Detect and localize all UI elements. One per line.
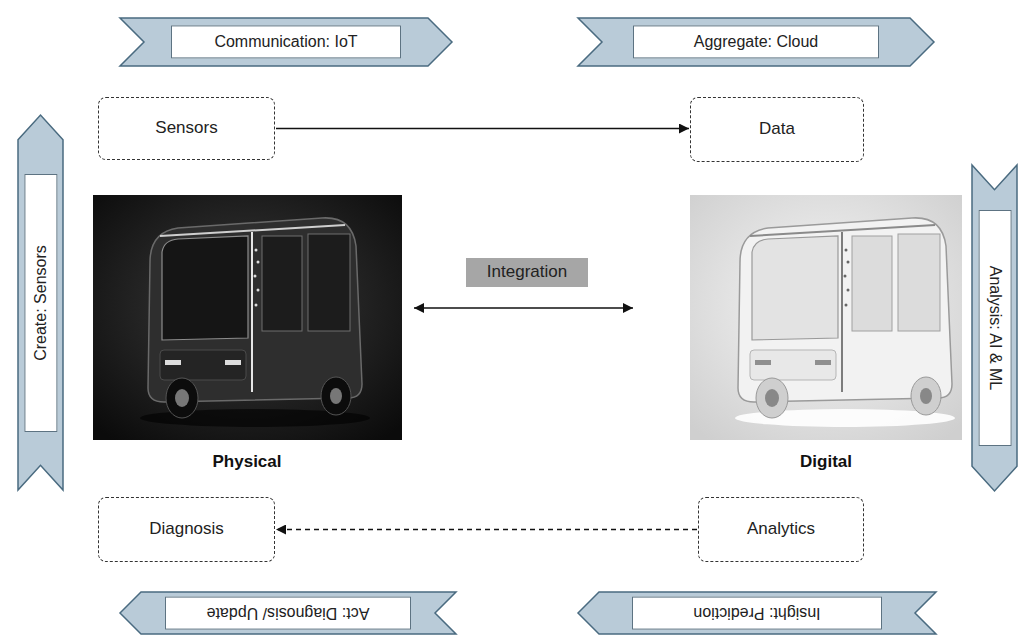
pillar-line: [841, 232, 843, 392]
stage-label: Analysis: AI & ML: [978, 210, 1011, 446]
box-label: Sensors: [155, 118, 217, 138]
box-label: Analytics: [747, 519, 815, 539]
wheel-hub: [920, 388, 932, 404]
decor-dot: [844, 275, 847, 278]
decor-dot: [255, 304, 258, 307]
physical-vehicle: [93, 195, 402, 440]
stage-band: Communication: IoT: [120, 18, 452, 66]
side-window: [308, 234, 350, 331]
decor-dot: [254, 275, 257, 278]
side-window: [262, 236, 302, 331]
headlight: [815, 360, 831, 365]
headlight: [755, 360, 771, 365]
side-label: Physical: [213, 452, 282, 472]
stage-band: Analysis: AI & ML: [972, 165, 1017, 491]
stage-band: Act: Diagnosis/ Update: [120, 592, 456, 634]
band-outline: [120, 18, 452, 66]
integration-tag: Integration: [466, 258, 588, 287]
stage-label: Create: Sensors: [24, 174, 57, 432]
wheel: [756, 378, 788, 418]
stage-label: Act: Diagnosis/ Update: [165, 596, 411, 629]
decor-dot: [255, 249, 258, 252]
front-panel: [160, 350, 246, 380]
side-window: [852, 236, 892, 331]
box-label: Diagnosis: [149, 519, 224, 539]
wheel-hub: [765, 389, 779, 407]
digital-vehicle: [690, 195, 962, 440]
stage-label: Insight: Prediction: [632, 596, 882, 629]
band-outline: [18, 115, 63, 490]
band-outline: [972, 165, 1017, 491]
process-box: Analytics: [698, 497, 864, 562]
windshield: [162, 236, 248, 340]
stage-band: Aggregate: Cloud: [578, 18, 934, 66]
wheel-hub: [330, 388, 342, 404]
wheel: [911, 377, 941, 415]
stage-band: Insight: Prediction: [578, 592, 936, 634]
decor-dot: [845, 249, 848, 252]
process-box: Diagnosis: [98, 497, 275, 562]
band-outline: [578, 18, 934, 66]
wheel: [321, 377, 351, 415]
integration-label: Integration: [487, 262, 567, 282]
band-outline: [578, 592, 936, 634]
process-box: Sensors: [98, 97, 275, 160]
side-label: Digital: [800, 452, 852, 472]
decor-dot: [257, 261, 260, 264]
dashed-arrow: [276, 529, 697, 531]
integration-arrow: [414, 307, 633, 309]
stage-label: Aggregate: Cloud: [633, 25, 879, 58]
windshield: [752, 236, 838, 340]
box-label: Data: [759, 119, 795, 139]
front-panel: [750, 350, 836, 380]
decor-dot: [845, 304, 848, 307]
wheel-hub: [175, 389, 189, 407]
headlight: [225, 360, 241, 365]
photo-background: [690, 195, 962, 440]
vehicle-body: [148, 218, 362, 402]
decor-dot: [847, 261, 850, 264]
headlight: [165, 360, 181, 365]
stage-band: Create: Sensors: [18, 115, 63, 490]
band-outline: [120, 592, 456, 634]
decor-dot: [257, 289, 260, 292]
vehicle-body: [738, 218, 952, 402]
side-window: [898, 234, 940, 331]
wheel: [166, 378, 198, 418]
photo-background: [93, 195, 402, 440]
process-box: Data: [690, 97, 864, 162]
stage-label: Communication: IoT: [171, 25, 401, 58]
pillar-light: [251, 232, 253, 392]
decor-dot: [847, 289, 850, 292]
flow-arrow: [276, 128, 689, 130]
